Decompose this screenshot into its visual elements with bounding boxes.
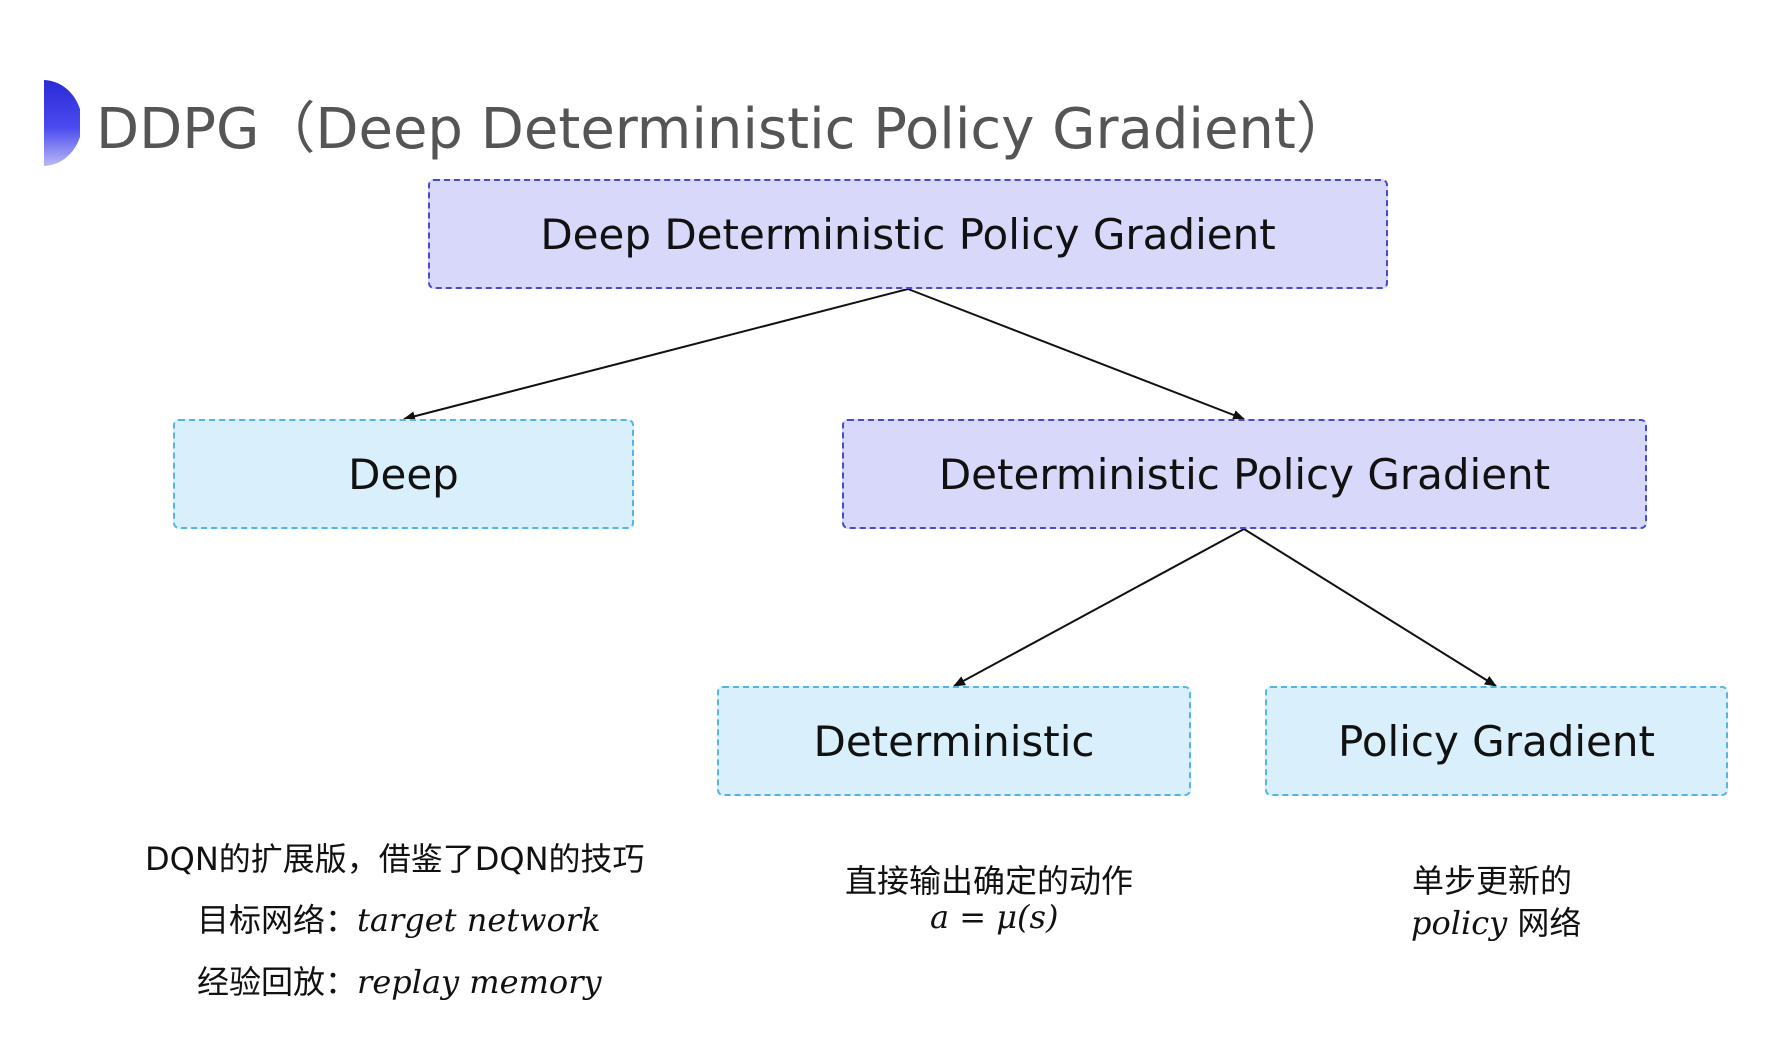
edge-root-dpg: [907, 288, 1245, 420]
edge-dpg-det: [953, 528, 1245, 687]
node-deterministic-policy-gradient: Deterministic Policy Gradient: [842, 419, 1647, 529]
edge-root-deep: [403, 288, 909, 422]
deep-note-term: target network: [357, 901, 601, 939]
policy-suffix: 网络: [1507, 904, 1582, 942]
node-label: Deterministic: [813, 716, 1095, 766]
node-policy-gradient: Policy Gradient: [1265, 686, 1728, 796]
deterministic-note-line-1: 直接输出确定的动作: [845, 862, 1134, 900]
deep-note-term: replay memory: [357, 963, 602, 1001]
deep-note-line-3: 经验回放：replay memory: [197, 957, 602, 1003]
policy-term: policy: [1411, 904, 1508, 942]
node-deep: Deep: [173, 419, 634, 529]
edge-dpg-pg: [1243, 528, 1497, 687]
deep-note-label: 经验回放：: [197, 963, 358, 1001]
page-title: DDPG（Deep Deterministic Policy Gradient）: [96, 97, 1352, 162]
deterministic-note-formula: a = μ(s): [930, 898, 1058, 936]
node-deterministic: Deterministic: [717, 686, 1191, 796]
policy-gradient-note-line-2: policy 网络: [1411, 898, 1581, 944]
policy-gradient-note-line-1: 单步更新的: [1412, 862, 1573, 900]
title-accent-shape: [44, 80, 80, 166]
node-deep-deterministic-policy-gradient: Deep Deterministic Policy Gradient: [428, 179, 1388, 289]
node-label: Deep: [348, 449, 459, 499]
node-label: Deep Deterministic Policy Gradient: [540, 209, 1276, 259]
node-label: Deterministic Policy Gradient: [938, 449, 1551, 499]
deep-note-label: 目标网络：: [197, 901, 358, 939]
formula-text: a = μ(s): [930, 898, 1059, 936]
deep-note-line-1: DQN的扩展版，借鉴了DQN的技巧: [145, 840, 645, 878]
node-label: Policy Gradient: [1338, 716, 1655, 766]
deep-note-line-2: 目标网络：target network: [197, 895, 600, 941]
